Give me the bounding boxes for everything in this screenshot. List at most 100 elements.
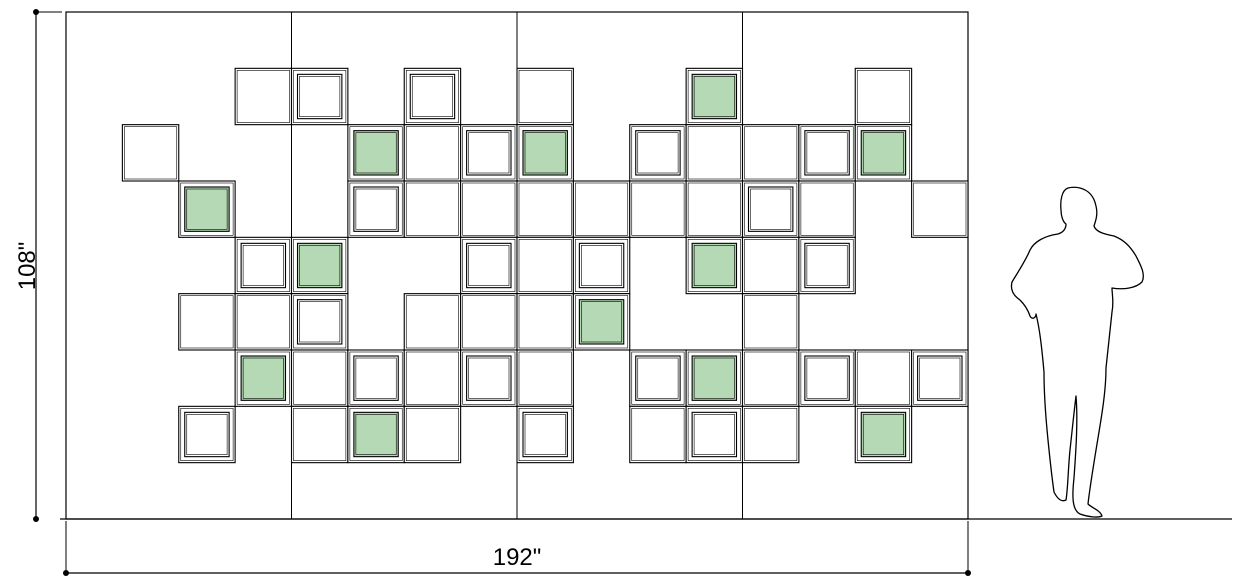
planter-box (522, 130, 568, 176)
box-inner-edge (693, 245, 735, 286)
frame-box (353, 186, 399, 232)
cell-outline-inner (518, 295, 572, 349)
cell-outline-inner (800, 351, 854, 405)
cell-outline-inner (405, 351, 459, 405)
grid-cell-frame (460, 349, 518, 407)
box-inner-edge (919, 357, 961, 399)
cell-outline-inner (405, 295, 459, 349)
grid-cell-planter (572, 293, 631, 351)
cell-outline-inner (518, 182, 572, 236)
frame-box (635, 130, 681, 176)
grid-cell-empty (403, 124, 462, 182)
cell-outline-inner (687, 70, 741, 123)
cell-outline-inner (744, 182, 798, 236)
box-inner-edge (806, 245, 848, 286)
grid-cell-frame (798, 124, 856, 182)
cell-outline-inner (293, 239, 347, 292)
box-inner-edge (750, 188, 792, 230)
grid-cell-frame (347, 180, 405, 238)
grid-cell-empty (516, 67, 574, 126)
frame-box (691, 411, 738, 458)
cell-outline (290, 349, 349, 407)
box-inner-edge (862, 132, 904, 174)
box-inner-edge (862, 414, 904, 455)
cell-outline (516, 349, 574, 407)
cell-outline-inner (462, 126, 516, 180)
cell-outline-inner (349, 408, 403, 461)
grid-cell-empty (798, 180, 856, 238)
grid-cell-empty (234, 293, 293, 351)
frame-box (466, 242, 512, 289)
box-inner-edge (186, 188, 228, 230)
cell-outline (629, 405, 687, 464)
cell-outline (854, 349, 913, 407)
cell-outline (234, 293, 293, 351)
box-inner-edge (355, 188, 397, 230)
width-label: 192" (493, 544, 542, 571)
box-inner-edge (637, 357, 679, 399)
grid-cell-empty (685, 180, 744, 238)
box-inner-edge (806, 132, 848, 174)
box-inner-edge (468, 357, 510, 399)
cell-outline-inner (913, 182, 967, 236)
cell-outline-inner (405, 182, 459, 236)
grid-cell-frame (403, 67, 462, 126)
frame-box (917, 355, 963, 401)
box-inner-edge (242, 245, 284, 286)
planter-box (184, 186, 230, 232)
cell-outline (403, 405, 462, 464)
cell-outline (685, 180, 744, 238)
cell-outline (741, 124, 800, 182)
cell-outline (460, 180, 518, 238)
grid-cell-empty (234, 67, 293, 126)
cell-outline-inner (124, 126, 178, 180)
planter-box (691, 242, 738, 289)
frame-box (184, 411, 230, 458)
grid-cell-empty (516, 349, 574, 407)
cell-outline-inner (349, 182, 403, 236)
cell-outline (516, 67, 574, 126)
cell-outline-inner (575, 182, 629, 236)
grid-cell-frame (347, 349, 405, 407)
grid-cell-frame (629, 349, 687, 407)
frame-box (635, 355, 681, 401)
cell-outline-inner (462, 182, 516, 236)
box-inner-edge (468, 132, 510, 174)
grid-cell-planter (290, 236, 349, 295)
grid-cell-empty (460, 293, 518, 351)
cell-outline-inner (913, 351, 967, 405)
cell-grid (121, 67, 969, 464)
grid-cell-frame (911, 349, 969, 407)
grid-cell-planter (516, 124, 574, 182)
grid-cell-empty (403, 405, 462, 464)
grid-cell-empty (685, 124, 744, 182)
cell-outline-inner (236, 295, 290, 349)
box-inner-edge (693, 76, 735, 117)
box-inner-edge (242, 357, 284, 399)
height-dimension-dot-bottom (33, 516, 39, 522)
cell-outline-inner (180, 295, 234, 349)
frame-box (296, 73, 343, 120)
grid-cell-empty (403, 180, 462, 238)
cell-outline-inner (800, 182, 854, 236)
cell-outline-inner (575, 295, 629, 349)
cell-outline-inner (518, 126, 572, 180)
cell-outline (403, 180, 462, 238)
box-inner-edge (299, 301, 341, 343)
cell-outline-inner (518, 408, 572, 461)
grid-cell-frame (234, 236, 293, 295)
cell-outline (516, 236, 574, 295)
box-inner-edge (299, 245, 341, 286)
cell-outline (234, 67, 293, 126)
frame-box (296, 299, 343, 345)
frame-box (804, 355, 850, 401)
grid-cell-empty (629, 405, 687, 464)
grid-cell-frame (290, 293, 349, 351)
grid-cell-empty (854, 349, 913, 407)
cell-outline (403, 293, 462, 351)
frame-box (466, 130, 512, 176)
grid-cell-frame (178, 405, 236, 464)
cell-outline-inner (800, 239, 854, 292)
grid-cell-empty (460, 180, 518, 238)
box-inner-edge (468, 245, 510, 286)
